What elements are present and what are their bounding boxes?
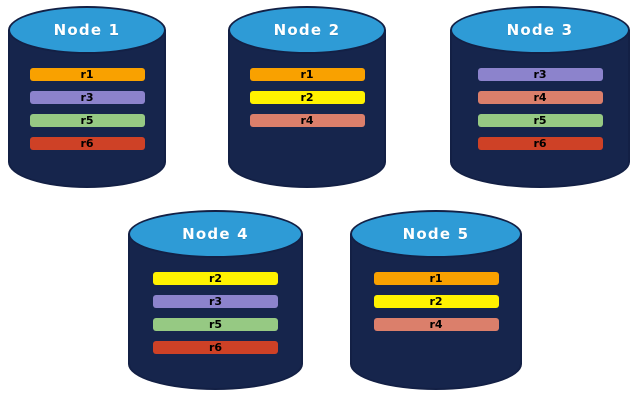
replica-bar[interactable]: r6 <box>477 137 603 150</box>
replica-bar[interactable]: r3 <box>477 68 603 81</box>
node-label-5: Node 5 <box>402 225 470 243</box>
replica-list-3: r3 r4 r5 r6 <box>450 68 630 150</box>
replica-bar[interactable]: r4 <box>249 114 365 127</box>
replica-bar[interactable]: r3 <box>29 91 145 104</box>
replica-label: r4 <box>533 91 547 104</box>
replica-label: r2 <box>429 295 443 308</box>
node-label-2: Node 2 <box>273 21 341 39</box>
node-cylinder-3[interactable]: Node 3 r3 r4 r5 r6 <box>450 6 630 188</box>
replica-bar[interactable]: r5 <box>153 318 278 331</box>
replica-bar[interactable]: r1 <box>373 272 499 285</box>
replica-list-4: r2 r3 r5 r6 <box>128 272 303 354</box>
cylinder-top-5: Node 5 <box>350 210 522 258</box>
replica-label: r3 <box>533 68 547 81</box>
replica-list-5: r1 r2 r4 <box>350 272 522 331</box>
replica-label: r6 <box>80 137 94 150</box>
replica-bar[interactable]: r5 <box>29 114 145 127</box>
node-label-1: Node 1 <box>53 21 121 39</box>
node-cylinder-1[interactable]: Node 1 r1 r3 r5 r6 <box>8 6 166 188</box>
cylinder-top-1: Node 1 <box>8 6 166 54</box>
replica-label: r5 <box>80 114 94 127</box>
replica-label: r6 <box>533 137 547 150</box>
replica-list-2: r1 r2 r4 <box>228 68 386 127</box>
replica-label: r1 <box>429 272 443 285</box>
replica-label: r1 <box>80 68 94 81</box>
replica-bar[interactable]: r6 <box>29 137 145 150</box>
replica-label: r6 <box>208 341 223 354</box>
replica-label: r2 <box>208 272 223 285</box>
replica-bar[interactable]: r4 <box>477 91 603 104</box>
replica-label: r3 <box>80 91 94 104</box>
cylinder-top-3: Node 3 <box>450 6 630 54</box>
replica-label: r2 <box>300 91 314 104</box>
node-cylinder-2[interactable]: Node 2 r1 r2 r4 <box>228 6 386 188</box>
replica-bar[interactable]: r6 <box>153 341 278 354</box>
node-cylinder-4[interactable]: Node 4 r2 r3 r5 r6 <box>128 210 303 390</box>
cylinder-top-2: Node 2 <box>228 6 386 54</box>
replica-bar[interactable]: r3 <box>153 295 278 308</box>
replica-bar[interactable]: r4 <box>373 318 499 331</box>
replica-bar[interactable]: r5 <box>477 114 603 127</box>
replica-label: r5 <box>533 114 547 127</box>
replica-bar[interactable]: r2 <box>373 295 499 308</box>
node-cylinder-5[interactable]: Node 5 r1 r2 r4 <box>350 210 522 390</box>
replica-label: r1 <box>300 68 314 81</box>
node-label-4: Node 4 <box>182 225 249 243</box>
replica-label: r3 <box>208 295 223 308</box>
replica-bar[interactable]: r1 <box>249 68 365 81</box>
replica-bar[interactable]: r1 <box>29 68 145 81</box>
replica-label: r4 <box>300 114 314 127</box>
replica-bar[interactable]: r2 <box>249 91 365 104</box>
replica-list-1: r1 r3 r5 r6 <box>8 68 166 150</box>
cylinder-top-4: Node 4 <box>128 210 303 258</box>
replica-label: r5 <box>208 318 223 331</box>
node-label-3: Node 3 <box>506 21 574 39</box>
replica-bar[interactable]: r2 <box>153 272 278 285</box>
replica-label: r4 <box>429 318 443 331</box>
